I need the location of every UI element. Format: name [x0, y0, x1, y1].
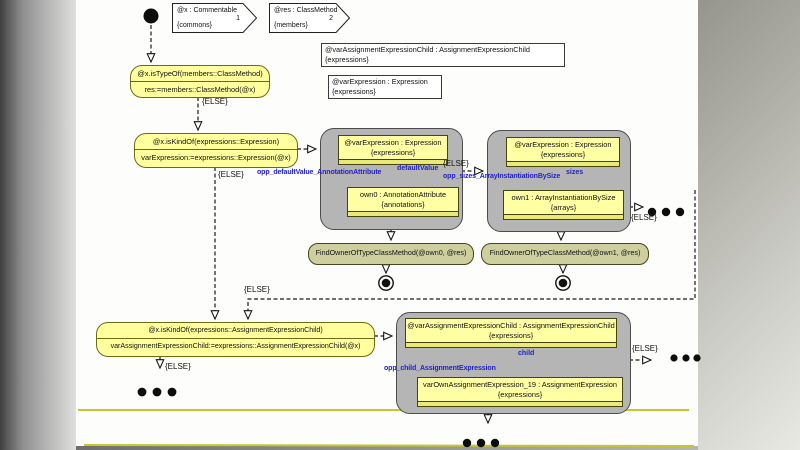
else-guard-label: {ELSE}: [202, 97, 228, 106]
start-tag-classmethod: @res : ClassMethod 2 {members}: [269, 3, 350, 33]
compartment-stripe: [406, 342, 616, 347]
compartment-stripe: [418, 401, 622, 406]
note-title: @varExpression : Expression: [332, 77, 428, 86]
object-title: varOwnAssignmentExpression_19 : Assignme…: [423, 380, 617, 389]
object-var-expression: @varExpression : Expression {expressions…: [506, 137, 620, 167]
object-scope: {annotations}: [381, 200, 425, 209]
object-title: @varExpression : Expression: [344, 138, 442, 147]
right-bezel: [698, 0, 800, 450]
tag-scope: {members}: [274, 22, 308, 29]
tag-title: @x : Commentable: [177, 7, 238, 14]
action-body: res:=members::ClassMethod(@x): [131, 81, 269, 97]
else-guard-label: {ELSE}: [631, 213, 657, 222]
object-own1-array-instantiation: own1 : ArrayInstantiationBySize {arrays}: [503, 190, 624, 220]
action-body: varExpression:=expressions::Expression(@…: [135, 149, 297, 165]
else-guard-label: {ELSE}: [632, 344, 658, 353]
relation-label-sizes: sizes: [566, 169, 584, 176]
left-bezel: [0, 0, 76, 450]
note-title: @varAssignmentExpressionChild : Assignme…: [325, 45, 530, 54]
note-scope: {expressions}: [332, 87, 376, 96]
bottom-bezel: [76, 446, 698, 450]
object-var-assignment-expression-child: @varAssignmentExpressionChild : Assignme…: [405, 318, 617, 348]
action-guard: @x.isKindOf(expressions::AssignmentExpre…: [148, 326, 323, 334]
else-guard-label: {ELSE}: [218, 170, 244, 179]
object-title: own0 : AnnotationAttribute: [359, 190, 447, 199]
container-assignment-expression: @varAssignmentExpressionChild : Assignme…: [396, 312, 631, 414]
else-guard-label: {ELSE}: [165, 362, 191, 371]
object-var-own-assignment-expression: varOwnAssignmentExpression_19 : Assignme…: [417, 377, 623, 407]
compartment-stripe: [348, 211, 458, 216]
object-scope: {expressions}: [540, 150, 586, 159]
note-scope: {expressions}: [325, 55, 369, 64]
decl-note-assignment-expression-child: @varAssignmentExpressionChild : Assignme…: [321, 43, 565, 67]
call-find-owner-own1: FindOwnerOfTypeClassMethod(@own1, @res): [481, 243, 649, 265]
opposite-label-sizes: opp_sizes_ArrayInstantiationBySize: [443, 173, 561, 180]
container-array-instantiation-by-size: @varExpression : Expression {expressions…: [487, 130, 631, 232]
object-scope: {arrays}: [550, 203, 577, 212]
relation-label-child: child: [518, 350, 535, 357]
object-title: own1 : ArrayInstantiationBySize: [511, 193, 616, 202]
decl-note-expression: @varExpression : Expression {expressions…: [328, 75, 442, 99]
compartment-stripe: [339, 159, 447, 164]
object-var-expression: @varExpression : Expression {expressions…: [338, 135, 448, 165]
tag-pentagon-shape: [269, 3, 350, 33]
object-scope: {expressions}: [370, 148, 416, 157]
call-find-owner-own0: FindOwnerOfTypeClassMethod(@own0, @res): [308, 243, 474, 265]
tag-pentagon-shape: [172, 3, 257, 33]
else-guard-label: {ELSE}: [244, 285, 270, 294]
container-annotation-attribute: @varExpression : Expression {expressions…: [320, 128, 463, 230]
compartment-stripe: [507, 161, 619, 166]
object-title: @varExpression : Expression: [514, 140, 612, 149]
else-guard-label: {ELSE}: [443, 159, 469, 168]
tag-index: 1: [236, 15, 240, 22]
call-label: FindOwnerOfTypeClassMethod(@own1, @res): [489, 248, 641, 257]
compartment-stripe: [504, 214, 623, 219]
tag-title: @res : ClassMethod: [274, 7, 338, 14]
relation-label-defaultvalue: defaultValue: [397, 165, 439, 172]
opposite-label-child: opp_child_AssignmentExpression: [384, 365, 496, 372]
action-iskindof-expression: @x.isKindOf(expressions::Expression) var…: [134, 133, 298, 168]
action-guard: @x.isKindOf(expressions::Expression): [152, 137, 280, 146]
object-title: @varAssignmentExpressionChild : Assignme…: [407, 321, 615, 330]
action-body: varAssignmentExpressionChild:=expression…: [97, 338, 374, 354]
tag-index: 2: [329, 15, 333, 22]
object-scope: {expressions}: [488, 331, 534, 340]
call-label: FindOwnerOfTypeClassMethod(@own0, @res): [315, 248, 467, 257]
object-scope: {expressions}: [497, 390, 543, 399]
start-tag-commentable: @x : Commentable 1 {commons}: [172, 3, 257, 33]
action-guard: @x.isTypeOf(members::ClassMethod): [137, 69, 263, 78]
action-iskindof-assignment-expression-child: @x.isKindOf(expressions::AssignmentExpre…: [96, 322, 375, 357]
object-own0-annotation-attribute: own0 : AnnotationAttribute {annotations}: [347, 187, 459, 217]
action-istypeof-classmethod: @x.isTypeOf(members::ClassMethod) res:=m…: [130, 65, 270, 98]
tag-scope: {commons}: [177, 22, 213, 29]
opposite-label-defaultvalue: opp_defaultValue_AnnotationAttribute: [257, 169, 382, 176]
